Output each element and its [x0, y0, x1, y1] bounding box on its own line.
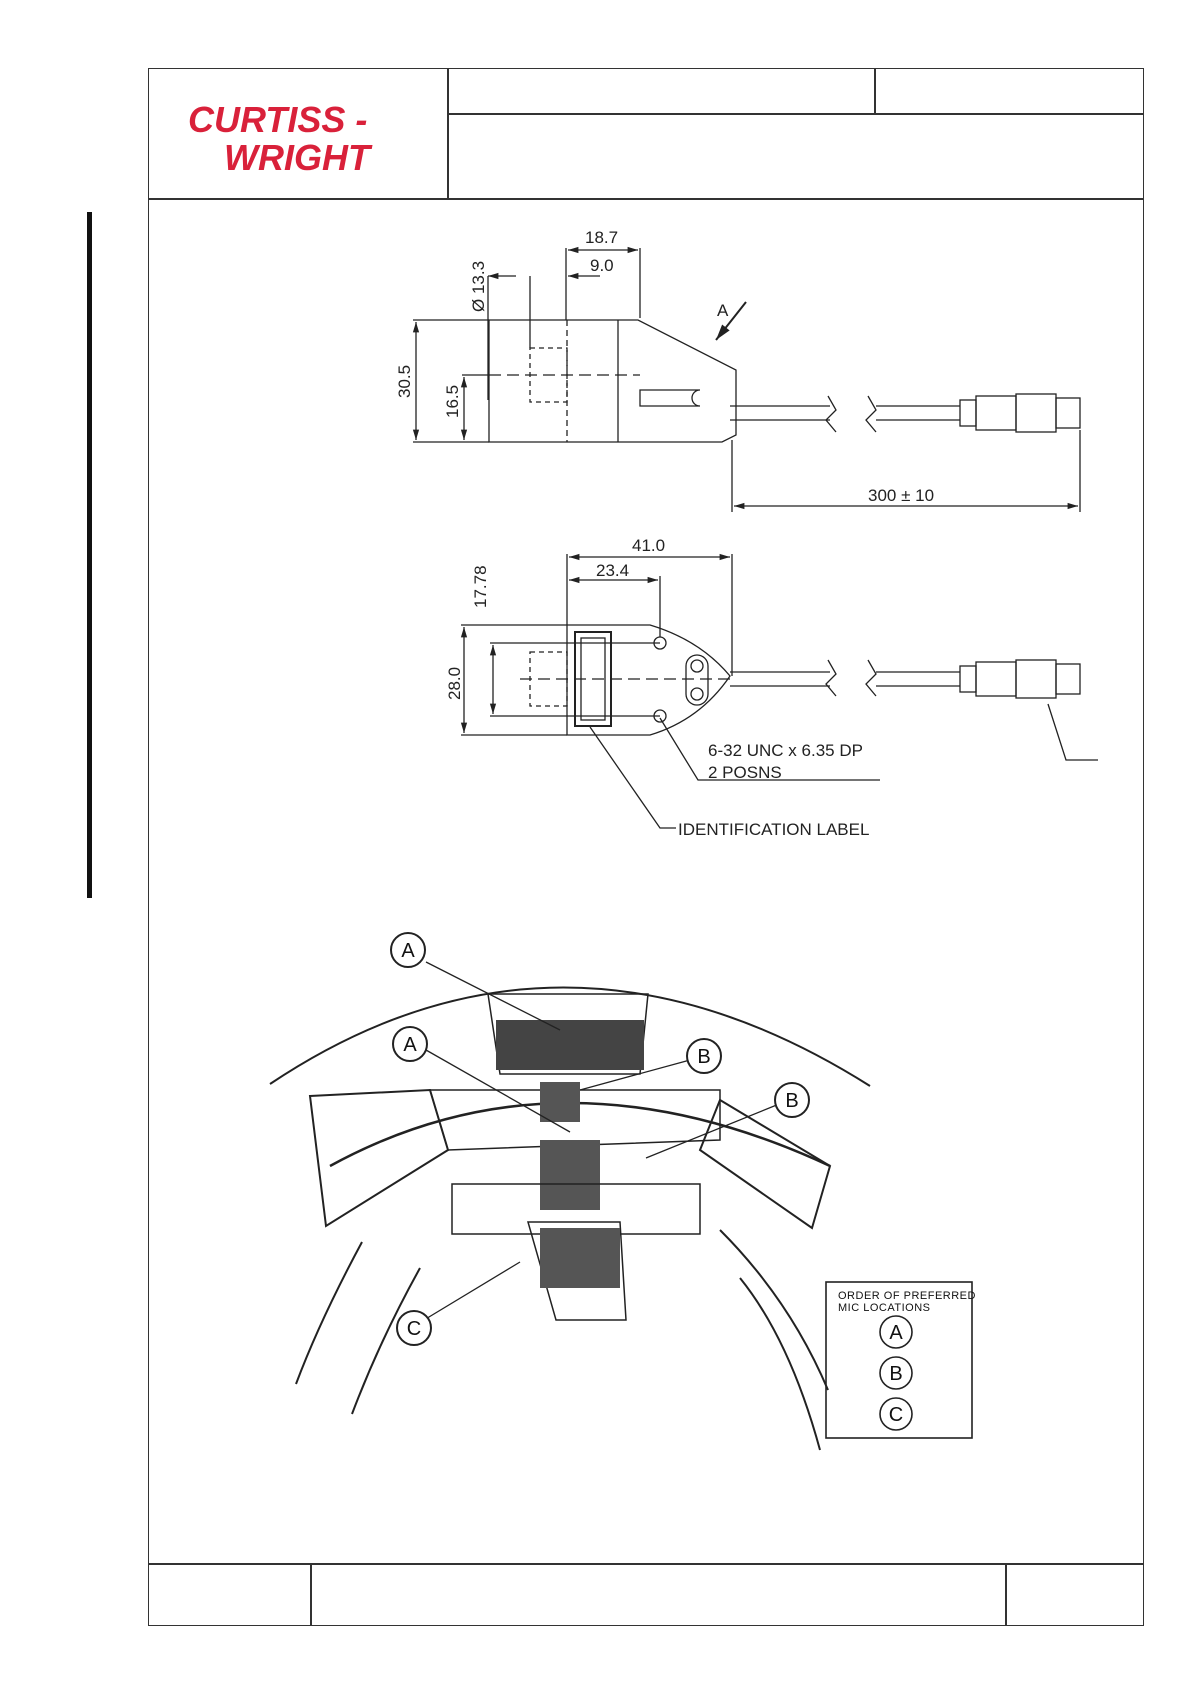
- side-view-labels: 18.7 9.0 Ø 13.3 30.5 16.5 300 ± 10 A: [395, 228, 934, 505]
- top-view-labels: 41.0 23.4 17.78 28.0 6-32 UNC x 6.35 DP …: [445, 536, 869, 839]
- callout-b-lower-text: B: [785, 1090, 798, 1112]
- legend-item-b: B: [889, 1363, 902, 1385]
- dim-16-5: 16.5: [443, 385, 462, 418]
- legend-item-c: C: [889, 1404, 903, 1426]
- dim-30-5: 30.5: [395, 365, 414, 398]
- dim-23-4: 23.4: [596, 561, 629, 580]
- legend-item-a: A: [889, 1322, 903, 1344]
- side-view: [413, 248, 1080, 512]
- thread-note-line1: 6-32 UNC x 6.35 DP: [708, 741, 863, 760]
- callout-b-upper-text: B: [697, 1046, 710, 1068]
- thread-note-line2: 2 POSNS: [708, 763, 782, 782]
- dim-300: 300 ± 10: [868, 486, 934, 505]
- legend-title-line1: ORDER OF PREFERRED: [838, 1290, 976, 1302]
- dim-dia-13-3: Ø 13.3: [469, 261, 488, 312]
- side-body-outline: [489, 320, 736, 442]
- dim-17-78: 17.78: [471, 565, 490, 608]
- dim-28-0: 28.0: [445, 667, 464, 700]
- dim-41-0: 41.0: [632, 536, 665, 555]
- callout-c-text: C: [407, 1318, 421, 1340]
- dim-18-7: 18.7: [585, 228, 618, 247]
- legend-title-line2: MIC LOCATIONS: [838, 1302, 930, 1314]
- identification-label-note: IDENTIFICATION LABEL: [678, 820, 869, 839]
- dim-9-0: 9.0: [590, 256, 614, 275]
- top-view: [461, 554, 1098, 828]
- top-body-outline: [567, 625, 730, 735]
- cockpit-illustration: [270, 962, 870, 1450]
- view-marker-a: A: [717, 301, 729, 320]
- callout-a-upper-text: A: [401, 940, 415, 962]
- callout-a-lower-text: A: [403, 1034, 417, 1056]
- legend-text: ORDER OF PREFERRED MIC LOCATIONS A B C: [838, 1290, 976, 1426]
